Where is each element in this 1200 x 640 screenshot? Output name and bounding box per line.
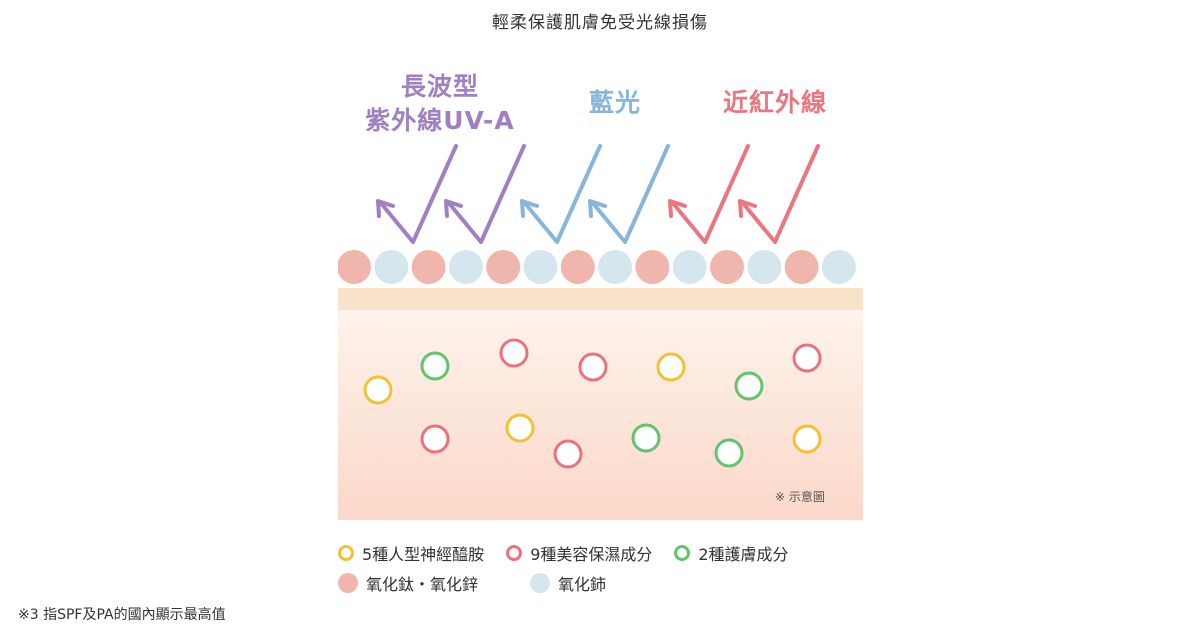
green-ring-icon: [674, 545, 691, 561]
ingredient-rings: [363, 338, 822, 469]
infrared-ray: [668, 144, 750, 244]
blue-light-label: 藍光: [588, 88, 641, 117]
legend-item-titanium-zinc: 氧化鈦・氧化鋅: [338, 571, 478, 595]
yellow-ring-icon: [338, 545, 354, 561]
legend-item-ceramide: 5種人型神經醯胺: [338, 541, 484, 565]
legend: 5種人型神經醯胺 9種美容保濕成分 2種護膚成分 氧化鈦・氧化鋅 氧化鈰: [338, 538, 868, 598]
ring-green-ingredient: [420, 351, 450, 381]
infrared-label: 近紅外線: [722, 88, 827, 117]
uva-label-line1: 長波型: [400, 72, 479, 101]
particle-row: [338, 250, 856, 284]
titanium-zinc-particle: [338, 250, 371, 284]
legend-label-moisturizer: 9種美容保濕成分: [530, 545, 653, 564]
titanium-zinc-particle: [411, 250, 446, 284]
ring-yellow-ingredient: [505, 413, 535, 443]
titanium-zinc-particle: [635, 250, 670, 284]
blue-dot-icon: [530, 573, 551, 593]
ring-red-ingredient: [553, 439, 583, 469]
ring-yellow-ingredient: [656, 352, 686, 382]
cerium-particle: [448, 250, 483, 284]
ring-red-ingredient: [420, 424, 450, 454]
skin-layer: [338, 310, 863, 520]
legend-item-cerium: 氧化鈰: [530, 571, 606, 595]
legend-label-titanium-zinc: 氧化鈦・氧化鋅: [366, 575, 479, 594]
legend-row-rings: 5種人型神經醯胺 9種美容保濕成分 2種護膚成分: [338, 538, 868, 568]
cerium-particle: [598, 250, 633, 284]
blue-light-ray: [588, 144, 670, 244]
infrared-ray: [738, 144, 820, 244]
cerium-particle: [523, 250, 558, 284]
ring-yellow-ingredient: [792, 424, 822, 454]
cerium-particle: [672, 250, 707, 284]
cerium-particle: [374, 250, 409, 284]
uva-label-line2: 紫外線UV-A: [365, 106, 515, 135]
titanium-zinc-particle: [560, 250, 595, 284]
ring-green-ingredient: [714, 438, 744, 468]
ring-green-ingredient: [631, 423, 661, 453]
ring-yellow-ingredient: [363, 375, 393, 405]
titanium-zinc-particle: [710, 250, 744, 284]
red-ring-icon: [506, 545, 523, 561]
legend-label-cerium: 氧化鈰: [558, 575, 607, 594]
blue-light-ray: [520, 144, 602, 244]
skin-protection-diagram: [338, 144, 863, 520]
cerium-particle: [747, 250, 782, 284]
legend-item-moisturizer: 9種美容保濕成分: [506, 541, 652, 565]
ring-red-ingredient: [578, 352, 608, 382]
uva-ray: [444, 144, 526, 244]
legend-label-ceramide: 5種人型神經醯胺: [362, 545, 485, 564]
cerium-particle: [821, 250, 856, 284]
titanium-zinc-particle: [486, 250, 521, 284]
ring-red-ingredient: [499, 338, 529, 368]
ring-red-ingredient: [792, 343, 822, 373]
ring-green-ingredient: [734, 371, 764, 401]
uva-ray: [376, 144, 458, 244]
titanium-zinc-particle: [784, 250, 819, 284]
illustration-note: ※ 示意圖: [775, 490, 825, 504]
legend-label-skincare: 2種護膚成分: [698, 545, 789, 564]
legend-row-dots: 氧化鈦・氧化鋅 氧化鈰: [338, 568, 868, 598]
pink-dot-icon: [338, 573, 358, 593]
legend-item-skincare: 2種護膚成分: [674, 541, 789, 565]
uva-label: 長波型 紫外線UV-A: [340, 70, 540, 138]
protective-film-band: [338, 288, 863, 310]
page-title: 輕柔保護肌膚免受光線損傷: [492, 13, 708, 33]
light-rays: [376, 144, 820, 244]
footnote: ※3 指SPF及PA的國內顯示最高值: [18, 607, 226, 623]
